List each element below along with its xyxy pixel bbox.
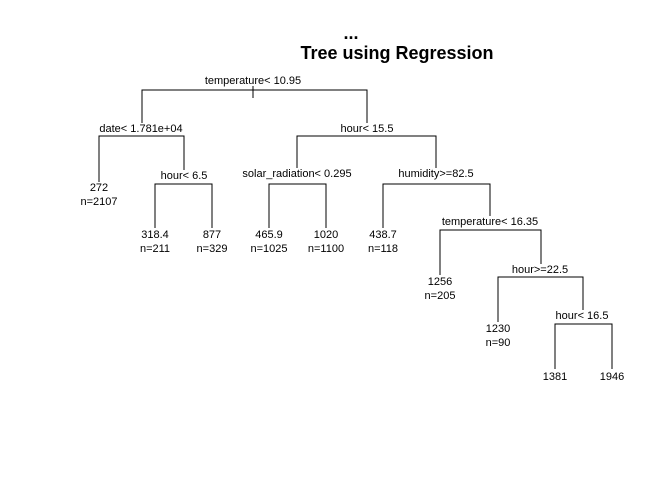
label-background — [510, 264, 570, 275]
leaf-value: 465.9 — [255, 229, 283, 241]
label-background — [554, 310, 610, 321]
leaf-count: n=211 — [140, 243, 170, 255]
split-labels: temperature< 10.95 date< 1.781e+04 hour<… — [98, 75, 610, 322]
split-label: hour>=22.5 — [512, 264, 568, 276]
label-background — [98, 123, 184, 134]
leaf-value: 877 — [203, 229, 221, 241]
label-background — [203, 75, 303, 86]
humidity-branch — [382, 183, 491, 228]
date-branch — [98, 135, 185, 182]
leaf-count: n=1025 — [250, 243, 287, 255]
leaf-value: 1020 — [314, 229, 338, 241]
hour6-branch — [154, 183, 213, 228]
title-line-1: ... — [343, 23, 358, 43]
solar-branch — [268, 183, 327, 228]
split-label: hour< 15.5 — [341, 123, 394, 135]
root-branch — [141, 89, 368, 126]
leaf-value: 438.7 — [369, 229, 397, 241]
split-label: temperature< 10.95 — [205, 75, 301, 87]
leaf-count: n=329 — [197, 243, 228, 255]
split-label: hour< 16.5 — [556, 310, 609, 322]
leaf-count: n=118 — [368, 243, 398, 255]
label-background — [339, 123, 395, 134]
leaf-count: n=90 — [486, 337, 511, 349]
leaf-value: 318.4 — [141, 229, 169, 241]
leaf-count: n=2107 — [80, 196, 117, 208]
split-label: humidity>=82.5 — [398, 168, 473, 180]
label-background — [241, 168, 353, 179]
split-label: solar_radiation< 0.295 — [242, 168, 351, 180]
temp16-branch — [439, 229, 542, 275]
leaf-value: 1946 — [600, 371, 624, 383]
hour22-branch — [497, 276, 584, 322]
label-background — [397, 168, 475, 179]
hour15-branch — [296, 135, 437, 176]
leaf-nodes: 272 n=2107 318.4 n=211 877 n=329 465.9 n… — [80, 182, 624, 383]
leaf-value: 1230 — [486, 323, 510, 335]
split-label: date< 1.781e+04 — [99, 123, 182, 135]
tree-edges — [98, 82, 613, 369]
chart-title: Tree using Regression — [300, 43, 493, 63]
leaf-count: n=205 — [425, 290, 456, 302]
label-background — [159, 170, 209, 181]
leaf-value: 1381 — [543, 371, 567, 383]
split-label: hour< 6.5 — [161, 170, 208, 182]
split-label: temperature< 16.35 — [442, 216, 538, 228]
label-background — [440, 216, 540, 227]
hour16-branch — [554, 323, 613, 369]
leaf-count: n=1100 — [308, 243, 344, 255]
leaf-value: 1256 — [428, 276, 452, 288]
leaf-value: 272 — [90, 182, 108, 194]
